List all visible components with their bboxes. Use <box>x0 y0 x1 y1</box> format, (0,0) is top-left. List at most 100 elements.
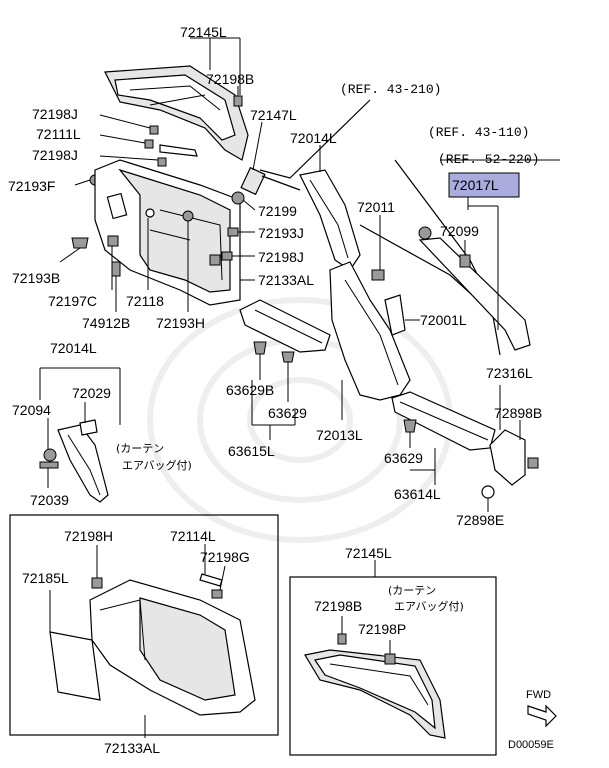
label-72145L-bottom: 72145L <box>345 545 392 561</box>
note-curtain-airbag-2-line1: (カーテン <box>388 584 436 597</box>
label-72147L: 72147L <box>250 107 297 123</box>
label-72193H: 72193H <box>156 315 205 331</box>
note-curtain-airbag-1-line2: エアバッグ付) <box>122 458 192 472</box>
clip-72198J-c <box>221 251 233 261</box>
clips-left-column <box>74 114 198 186</box>
label-63629-a: 63629 <box>268 405 307 421</box>
label-63614L: 63614L <box>394 486 441 502</box>
sill-trim-63615L <box>239 299 331 353</box>
label-72198J-a: 72198J <box>32 106 78 122</box>
clip-63629-b <box>403 419 417 433</box>
rail-72017L <box>418 237 531 351</box>
highlight-72017L <box>448 172 520 198</box>
pillar-trim-72014L-lower <box>57 424 109 503</box>
quarter-trim-72133AL <box>94 159 241 306</box>
clip-72029 <box>79 419 98 436</box>
clip-74912B <box>111 261 121 277</box>
label-72193B: 72193B <box>12 270 60 286</box>
label-72094: 72094 <box>12 402 51 418</box>
label-72185L: 72185L <box>22 570 69 586</box>
ref-43-110: (REF. 43-110) <box>428 125 529 140</box>
leader-72198G <box>219 565 226 591</box>
clip-72198G <box>211 589 223 599</box>
label-72017L: 72017L <box>452 177 499 193</box>
label-72197C: 72197C <box>48 293 97 309</box>
label-72198J-c: 72198J <box>258 249 304 265</box>
trim-72316L <box>489 429 526 486</box>
clip-72199 <box>231 191 245 205</box>
label-72099: 72099 <box>440 223 479 239</box>
label-72898E: 72898E <box>456 512 504 528</box>
label-72011: 72011 <box>357 199 395 215</box>
clip-72198B-bottom <box>337 633 347 645</box>
label-72133AL-bottom: 72133AL <box>104 740 160 756</box>
upper-quarter-trim-72145L <box>104 65 249 161</box>
label-74912B: 74912B <box>82 315 130 331</box>
diagram-code: D00059E <box>508 739 554 751</box>
label-63629B: 63629B <box>226 382 274 398</box>
label-72029: 72029 <box>72 385 111 401</box>
bolt-72011 <box>371 269 385 281</box>
label-72133AL-top: 72133AL <box>258 272 314 288</box>
label-72198H: 72198H <box>64 528 113 544</box>
quarter-trim-inset-72133AL <box>89 579 256 716</box>
label-72039: 72039 <box>30 492 69 508</box>
label-72014L-top: 72014L <box>290 130 337 146</box>
clip-72193B <box>71 237 89 249</box>
label-72118: 72118 <box>126 293 164 309</box>
pillar-trim-72014L <box>299 169 361 271</box>
clip-72099 <box>459 254 471 268</box>
note-curtain-airbag-1-line1: (カーテン <box>116 442 164 455</box>
leader-72199 <box>242 199 256 211</box>
label-72198G: 72198G <box>200 549 250 565</box>
inset-box-72145L <box>289 576 497 756</box>
ref-43-210: (REF. 43-210) <box>340 82 441 97</box>
label-72014L-mid: 72014L <box>50 340 97 356</box>
label-72114L: 72114L <box>170 528 216 544</box>
clip-72898E <box>481 485 495 499</box>
label-72013L: 72013L <box>316 427 363 443</box>
leader-72193B <box>59 247 81 263</box>
note-curtain-airbag-2-line2: エアバッグ付) <box>394 599 464 613</box>
label-72198B-bottom: 72198B <box>314 598 362 614</box>
label-72198P: 72198P <box>358 621 406 637</box>
ref-52-220: (REF. 52-220) <box>438 152 539 167</box>
clip-63629-a <box>281 351 295 363</box>
label-72145L-top: 72145L <box>180 24 227 40</box>
fwd-arrow-icon <box>527 704 557 728</box>
label-72193F: 72193F <box>8 178 55 194</box>
label-72316L: 72316L <box>486 365 533 381</box>
pad-72185L <box>49 631 101 701</box>
label-63615L: 63615L <box>228 443 275 459</box>
clip-72898B <box>527 457 539 469</box>
label-72193J: 72193J <box>258 225 304 241</box>
label-63629-b: 63629 <box>384 450 423 466</box>
clip-72197C <box>107 235 119 247</box>
fwd-label: FWD <box>526 689 551 701</box>
clip-72198B-top <box>233 95 243 107</box>
clip-63629B <box>253 341 267 355</box>
bracket-72001L <box>384 294 406 336</box>
label-72198B-top: 72198B <box>206 71 254 87</box>
upper-quarter-trim-inset-72145L <box>304 649 446 739</box>
label-72111L: 72111L <box>36 126 81 142</box>
clip-72094 <box>43 448 57 462</box>
ref-line-43-210 <box>259 99 371 179</box>
inset-box-72133AL <box>9 514 279 736</box>
clip-72198H <box>91 577 103 589</box>
clip-72039 <box>39 461 59 469</box>
sill-63614L-edge <box>399 401 489 441</box>
label-72199: 72199 <box>258 203 297 219</box>
clip-72114L <box>199 573 223 587</box>
clip-72099-a <box>418 226 432 240</box>
roof-rail-line <box>261 175 301 191</box>
label-72198J-b: 72198J <box>32 147 78 163</box>
clip-72193H <box>182 210 194 222</box>
clip-72193J <box>227 227 239 237</box>
clip-72198P <box>384 653 396 665</box>
label-72898B: 72898B <box>494 405 542 421</box>
leader-72147L <box>252 121 263 171</box>
clip-72147L <box>240 166 266 196</box>
